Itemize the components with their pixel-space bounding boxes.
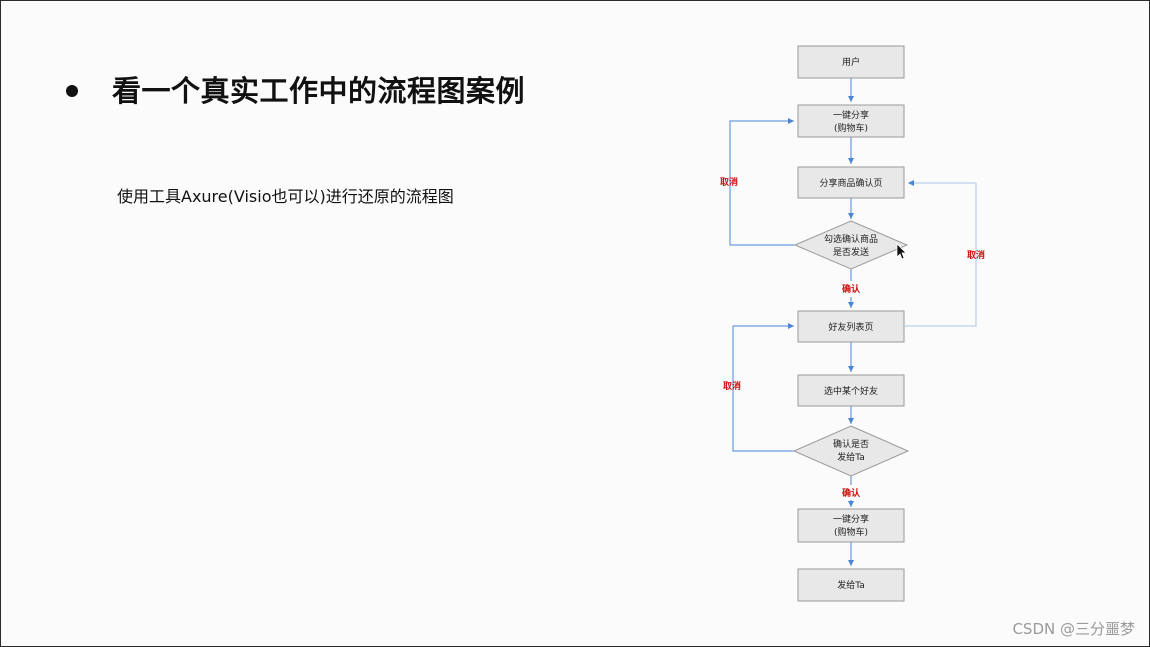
node-decision2-line1: 确认是否 bbox=[833, 438, 869, 450]
node-share1-line1: 一键分享 bbox=[833, 109, 869, 121]
node-share2 bbox=[797, 508, 905, 543]
edge-label-cancel2: 取消 bbox=[967, 249, 985, 261]
node-user bbox=[797, 45, 905, 79]
node-decision2-line2: 发给Ta bbox=[837, 451, 865, 463]
node-friend-list bbox=[797, 310, 905, 343]
node-share2-line1: 一键分享 bbox=[833, 513, 869, 525]
node-share1-line2: (购物车) bbox=[834, 122, 868, 134]
node-decision1-line2: 是否发送 bbox=[833, 246, 869, 258]
slide-title: 看一个真实工作中的流程图案例 bbox=[112, 74, 526, 108]
slide-subtitle: 使用工具Axure(Visio也可以)进行还原的流程图 bbox=[117, 187, 454, 206]
node-send bbox=[797, 568, 905, 602]
node-friend-list-label: 好友列表页 bbox=[828, 321, 873, 333]
edge-label-cancel1: 取消 bbox=[720, 176, 738, 188]
node-select-friend bbox=[797, 374, 905, 407]
loop-cancel2 bbox=[905, 180, 977, 327]
loop-cancel1 bbox=[729, 118, 795, 246]
node-share1 bbox=[797, 104, 905, 138]
loop-cancel3 bbox=[732, 323, 795, 452]
node-decision1-line1: 勾选确认商品 bbox=[824, 233, 878, 245]
edge-label-confirm2: 确认 bbox=[842, 487, 861, 499]
watermark: CSDN @三分噩梦 bbox=[1012, 620, 1135, 638]
edge-label-cancel3: 取消 bbox=[723, 380, 741, 392]
node-user-label: 用户 bbox=[842, 56, 860, 68]
node-decision2 bbox=[792, 425, 910, 477]
bullet-dot bbox=[66, 85, 78, 97]
node-confirm-page-label: 分享商品确认页 bbox=[819, 177, 882, 189]
node-decision1 bbox=[793, 220, 909, 270]
edge-label-confirm1: 确认 bbox=[842, 283, 861, 295]
node-confirm-page bbox=[797, 166, 905, 199]
node-share2-line2: (购物车) bbox=[834, 526, 868, 538]
node-select-friend-label: 选中某个好友 bbox=[824, 385, 878, 397]
node-send-label: 发给Ta bbox=[837, 579, 865, 591]
mouse-cursor-icon bbox=[896, 243, 907, 260]
